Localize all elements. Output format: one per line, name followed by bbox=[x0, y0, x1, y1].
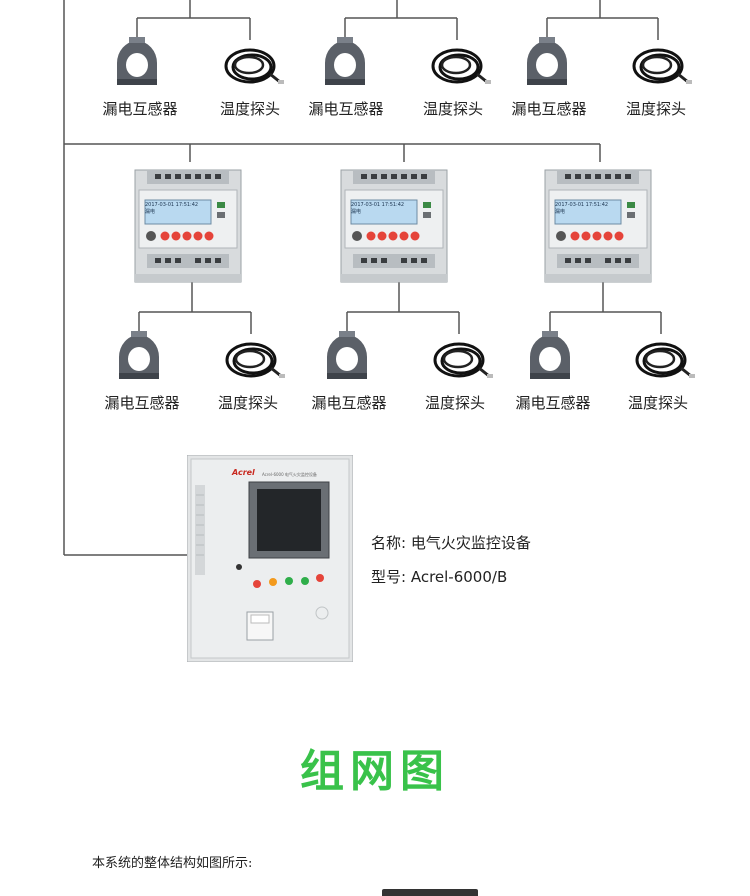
cabinet-header-text: Acrel-6000 电气火灾监控设备 bbox=[262, 472, 317, 477]
device-name: 名称: 电气火灾监控设备 bbox=[371, 534, 531, 552]
temperature-probe-label: 温度探头 bbox=[217, 394, 279, 412]
temperature-probe-label: 温度探头 bbox=[625, 100, 687, 118]
leakage-transformer-label: 漏电互感器 bbox=[311, 394, 387, 412]
module-screen-text: 2017-03-01 17:51:42 漏电 bbox=[145, 202, 199, 215]
temperature-probe-label: 温度探头 bbox=[627, 394, 689, 412]
temperature-probe-label: 温度探头 bbox=[422, 100, 484, 118]
leakage-transformer-label: 漏电互感器 bbox=[515, 394, 591, 412]
leakage-transformer-label: 漏电互感器 bbox=[104, 394, 180, 412]
module-screen-text: 2017-03-01 17:51:42 漏电 bbox=[351, 202, 405, 215]
section-title: 组网图 bbox=[300, 746, 450, 797]
module-screen-text: 2017-03-01 17:51:42 漏电 bbox=[555, 202, 609, 215]
temperature-probe-label: 温度探头 bbox=[219, 100, 281, 118]
device-model: 型号: Acrel-6000/B bbox=[371, 568, 508, 586]
bottom-device-edge bbox=[382, 889, 478, 896]
monitoring-cabinet bbox=[187, 455, 353, 662]
monitoring-module bbox=[134, 169, 652, 283]
leakage-transformer-label: 漏电互感器 bbox=[308, 100, 384, 118]
leakage-transformer-label: 漏电互感器 bbox=[511, 100, 587, 118]
temperature-probe-label: 温度探头 bbox=[424, 394, 486, 412]
leakage-transformer-label: 漏电互感器 bbox=[102, 100, 178, 118]
caption-text: 本系统的整体结构如图所示: bbox=[92, 856, 253, 871]
cabinet-brand: Acrel bbox=[232, 468, 255, 477]
